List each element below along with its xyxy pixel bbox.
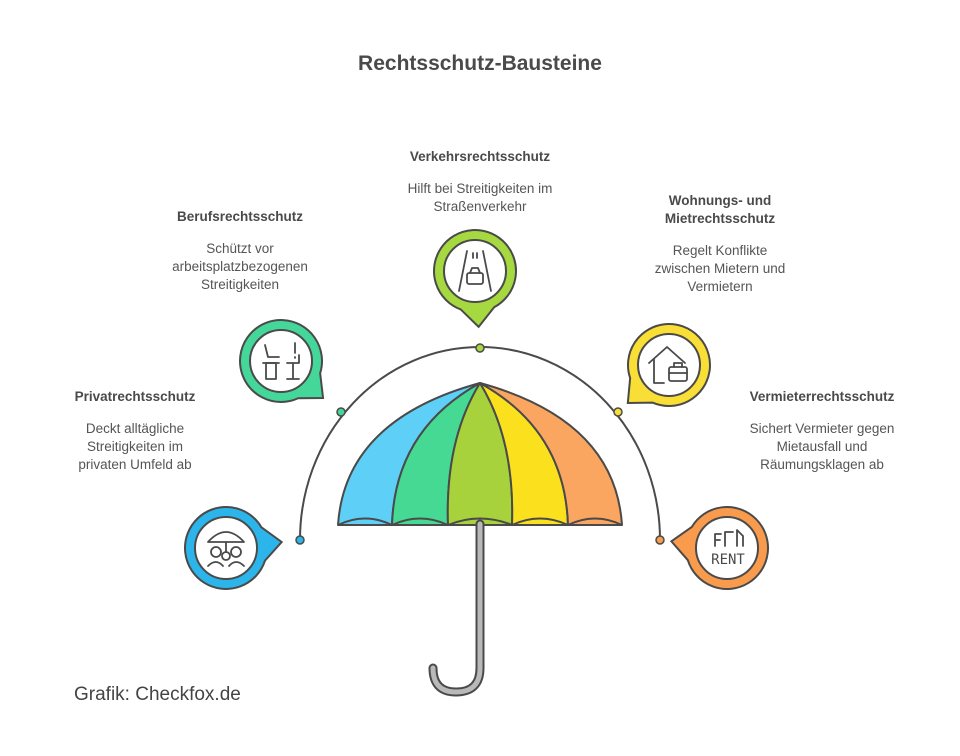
item-description: Schützt vor arbeitsplatzbezogenen Streit… (140, 240, 340, 294)
title-line: Mietrechtsschutz (664, 211, 776, 226)
desc-line: Schützt vor (206, 241, 274, 256)
arc-dot (655, 535, 665, 545)
item-title: Berufsrechtsschutz (176, 209, 304, 224)
badge-umbrella-people (184, 506, 305, 590)
umbrella-people-icon (207, 531, 245, 567)
umbrella-handle (428, 519, 485, 697)
arc-dot (475, 343, 485, 353)
road-car-icon (458, 250, 492, 292)
item-mietrechtsschutz: Wohnungs- und Mietrechtsschutz Regelt Ko… (610, 192, 830, 296)
item-title: Privatrechtsschutz (74, 389, 196, 404)
badge-workplace (239, 319, 346, 417)
house-briefcase-icon (648, 346, 688, 384)
item-vermieterrechtsschutz: Vermieterrechtsschutz Sichert Vermieter … (722, 388, 922, 474)
desc-line: Streitigkeiten im (86, 439, 184, 454)
rent-sign-text: RENT (711, 552, 745, 568)
desc-line: Hilft bei Streitigkeiten im (407, 181, 553, 196)
desc-line: Vermietern (687, 279, 753, 294)
item-description: Sichert Vermieter gegen Mietausfall und … (722, 420, 922, 474)
badge-house-briefcase (613, 323, 711, 417)
desc-line: Mietausfall und (776, 439, 868, 454)
desc-line: Sichert Vermieter gegen (749, 421, 895, 436)
item-title: Wohnungs- und Mietrechtsschutz (610, 192, 830, 228)
item-berufsrechtsschutz: Berufsrechtsschutz Schützt vor arbeitspl… (140, 208, 340, 294)
desc-line: zwischen Mietern und (654, 261, 786, 276)
desc-line: Streitigkeiten (200, 277, 280, 292)
arc-dot (336, 407, 346, 417)
arc-dot (613, 407, 623, 417)
credit-label: Grafik: Checkfox.de (74, 684, 241, 705)
item-description: Hilft bei Streitigkeiten im Straßenverke… (370, 180, 590, 216)
workplace-icon (262, 342, 300, 380)
rent-sign-icon: RENT (711, 529, 745, 568)
desc-line: Regelt Konflikte (672, 243, 768, 258)
item-title: Verkehrsrechtsschutz (409, 149, 551, 164)
desc-line: Deckt alltägliche (85, 421, 185, 436)
desc-line: Räumungsklagen ab (760, 457, 884, 472)
desc-line: arbeitsplatzbezogenen (172, 259, 308, 274)
umbrella-canopy (337, 382, 623, 527)
title-line: Wohnungs- und (668, 193, 772, 208)
item-verkehrsrechtsschutz: Verkehrsrechtsschutz Hilft bei Streitigk… (370, 148, 590, 216)
page-title: Rechtsschutz-Bausteine (358, 52, 602, 75)
item-privatrechtsschutz: Privatrechtsschutz Deckt alltägliche Str… (40, 388, 230, 474)
badge-road-car (433, 229, 517, 353)
desc-line: privaten Umfeld ab (78, 457, 192, 472)
item-description: Deckt alltägliche Streitigkeiten im priv… (40, 420, 230, 474)
arc-dot (295, 535, 305, 545)
badge-rent-sign: RENT (655, 506, 769, 590)
item-title: Vermieterrechtsschutz (749, 389, 895, 404)
item-description: Regelt Konflikte zwischen Mietern und Ve… (610, 242, 830, 296)
desc-line: Straßenverkehr (433, 199, 527, 214)
